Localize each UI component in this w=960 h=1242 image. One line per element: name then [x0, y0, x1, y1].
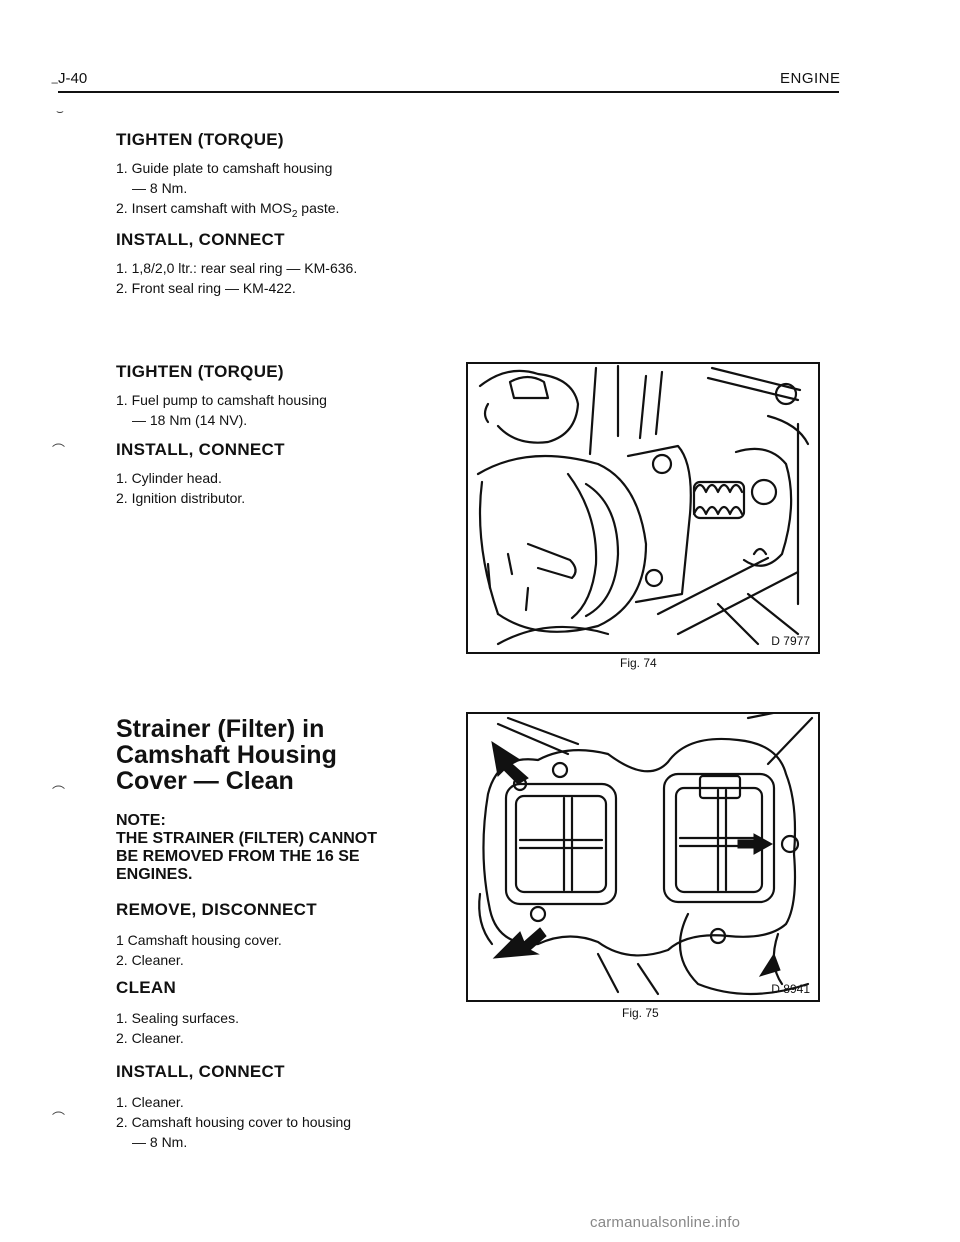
step-text: 1. Sealing surfaces. [116, 1010, 239, 1026]
heading-line: Cover — Clean [116, 767, 294, 795]
section-heading: INSTALL, CONNECT [116, 440, 285, 459]
note-line: THE STRAINER (FILTER) CANNOT [116, 830, 378, 847]
section-heading: CLEAN [116, 978, 177, 997]
step-text: 2. Insert camshaft with MOS2 paste. [116, 200, 340, 220]
section-title: ENGINE [780, 70, 841, 87]
heading-line: Camshaft Housing [116, 741, 337, 769]
margin-mark: ⌒ [52, 1111, 66, 1126]
tighten-torque-section-1: TIGHTEN (TORQUE) 1. Guide plate to camsh… [116, 130, 436, 225]
step-text: 2. Front seal ring — KM-422. [116, 280, 296, 296]
step-text: 1. 1,8/2,0 ltr.: rear seal ring — KM-636… [116, 260, 358, 276]
step-text: 1. Cylinder head. [116, 470, 222, 486]
figure-caption: Fig. 74 [620, 656, 657, 670]
step-text: 2. Ignition distributor. [116, 490, 246, 506]
step-text: 1. Guide plate to camshaft housing [116, 160, 333, 176]
figure-75: D 8941 [466, 712, 820, 1002]
figure-code: D 8941 [771, 982, 810, 996]
section-heading: TIGHTEN (TORQUE) [116, 130, 284, 149]
header-rule [58, 91, 839, 93]
heading-line: Strainer (Filter) in [116, 715, 325, 743]
margin-mark: ‾ [52, 82, 58, 99]
section-heading: INSTALL, CONNECT [116, 1062, 285, 1081]
note-line: BE REMOVED FROM THE 16 SE [116, 848, 360, 865]
step-text: — 8 Nm. [132, 1134, 188, 1150]
install-connect-section-1: INSTALL, CONNECT 1. 1,8/2,0 ltr.: rear s… [116, 230, 456, 298]
install-connect-section-3: INSTALL, CONNECT 1. Cleaner. 2. Camshaft… [116, 1062, 456, 1152]
step-text: — 8 Nm. [132, 180, 188, 196]
section-heading: REMOVE, DISCONNECT [116, 900, 317, 919]
figure-code: D 7977 [771, 634, 810, 648]
margin-mark: ⌒ [52, 785, 66, 800]
page-number: J-40 [58, 70, 88, 87]
note-line: ENGINES. [116, 866, 193, 883]
step-text: 2. Cleaner. [116, 952, 184, 968]
step-text: — 18 Nm (14 NV). [132, 412, 248, 428]
step-text: 2. Cleaner. [116, 1030, 184, 1046]
note-line: NOTE: [116, 812, 166, 829]
camshaft-cover-strainer-illustration [478, 714, 814, 996]
figure-74: D 7977 [466, 362, 820, 654]
tighten-torque-section-2: TIGHTEN (TORQUE) 1. Fuel pump to camshaf… [116, 362, 436, 430]
note-block: NOTE: THE STRAINER (FILTER) CANNOT BE RE… [116, 812, 456, 884]
step-text: 2. Camshaft housing cover to housing [116, 1114, 352, 1130]
section-heading: TIGHTEN (TORQUE) [116, 362, 284, 381]
install-connect-section-2: INSTALL, CONNECT 1. Cylinder head. 2. Ig… [116, 440, 436, 508]
figure-caption: Fig. 75 [622, 1006, 659, 1020]
clean-section: CLEAN 1. Sealing surfaces. 2. Cleaner. [116, 978, 436, 1048]
step-text: 1. Fuel pump to camshaft housing [116, 392, 327, 408]
section-heading: INSTALL, CONNECT [116, 230, 285, 249]
remove-disconnect-section: REMOVE, DISCONNECT 1 Camshaft housing co… [116, 900, 436, 970]
step-text: 1. Cleaner. [116, 1094, 184, 1110]
margin-mark: ⌣ [56, 104, 64, 118]
step-text: 1 Camshaft housing cover. [116, 932, 282, 948]
watermark: carmanualsonline.info [590, 1214, 741, 1231]
margin-mark: ⌒ [52, 443, 66, 458]
fuel-pump-illustration [476, 364, 810, 646]
strainer-heading: Strainer (Filter) in Camshaft Housing Co… [116, 716, 436, 794]
